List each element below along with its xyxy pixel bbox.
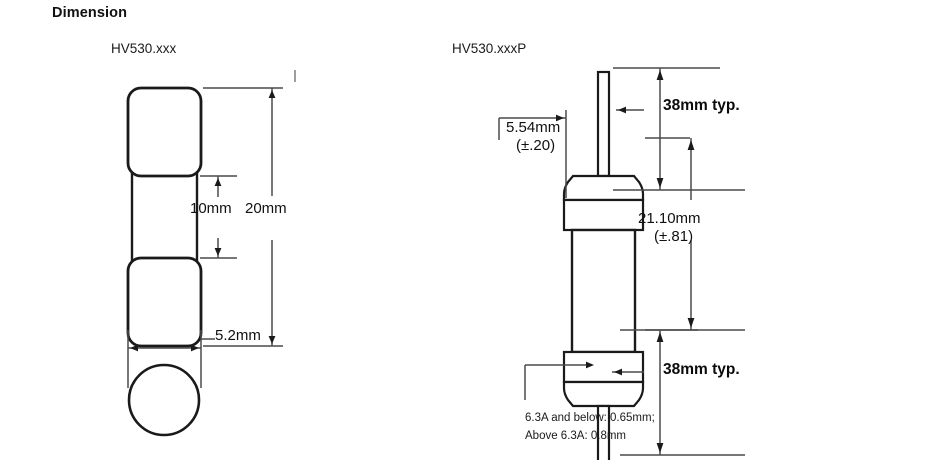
arrowhead-38mm-bottom-up	[656, 332, 664, 342]
arrowhead-21-10mm-top	[687, 140, 695, 150]
arrowhead-10mm-bottom	[214, 248, 222, 256]
fuse-cap-band-top	[562, 198, 645, 232]
arrowhead-38mm-bottom-down	[656, 443, 664, 453]
arrowhead-5-54mm	[556, 114, 564, 122]
dimension-label-10mm: 10mm	[190, 200, 232, 217]
dimension-label-20mm: 20mm	[245, 200, 287, 217]
dimension-tolerance-5-54mm: (±.20)	[516, 137, 556, 154]
dimension-38mm-top-lines	[613, 67, 745, 191]
page-title: Dimension	[52, 5, 128, 21]
dimension-label-5-2mm: 5.2mm	[215, 327, 261, 344]
fuse-pigtail-svg	[498, 67, 745, 460]
dimension-label-21-10mm: 21.10mm	[638, 210, 701, 227]
dimension-5-2mm-lines	[127, 330, 215, 388]
arrowhead-38mm-top-leader	[618, 106, 626, 114]
dimension-label-38mm-top: 38mm typ.	[663, 97, 740, 114]
fuse-shoulder-top	[562, 174, 645, 202]
fuse-main-body	[570, 228, 637, 354]
arrowhead-10mm-top	[214, 178, 222, 186]
drawing-hv530-standard	[0, 0, 420, 460]
arrowhead-5-2mm-left	[130, 344, 138, 352]
fuse-end-cap-top	[126, 86, 203, 178]
dimension-label-38mm-bottom: 38mm typ.	[663, 361, 740, 378]
arrowhead-5-2mm-right	[191, 344, 199, 352]
dimension-10mm-lines	[200, 175, 237, 259]
fuse-cap-band-bottom	[562, 350, 645, 384]
lead-diameter-note-line-1: 6.3A and below: 0.65mm;	[525, 412, 655, 424]
arrowhead-21-10mm-bottom	[687, 318, 695, 328]
lead-wire-bottom	[596, 404, 611, 460]
dimension-tolerance-21-10mm: (±.81)	[654, 228, 694, 245]
drawing-hv530-pigtail	[420, 0, 942, 460]
fuse-shoulder-bottom	[562, 380, 645, 408]
arrowhead-38mm-top-down	[656, 178, 664, 188]
dimension-label-5-54mm: 5.54mm	[506, 119, 561, 136]
arrowhead-38mm-top-up	[656, 70, 664, 80]
arrowhead-20mm-bottom	[268, 336, 276, 344]
dimension-20mm-lines	[203, 87, 283, 347]
lead-diameter-note-line-2: Above 6.3A: 0.8mm	[525, 430, 626, 442]
fuse-cartridge-svg	[126, 86, 283, 437]
lead-wire-top	[596, 70, 611, 178]
dimension-38mm-bottom-lines	[612, 329, 745, 456]
arrowhead-38mm-bottom-leader	[614, 368, 622, 376]
lead-diameter-leader-lines	[524, 364, 592, 400]
fuse-end-cap-bottom	[126, 256, 203, 348]
dimension-5-54mm-lines	[498, 110, 567, 198]
arrowhead-20mm-top	[268, 90, 276, 98]
arrowhead-lead-diameter	[586, 361, 594, 369]
fuse-end-view-circle	[127, 363, 201, 437]
part-label-hv530-pigtail: HV530.xxxP	[452, 41, 527, 56]
stray-tick-mark	[294, 70, 296, 82]
part-label-hv530-standard: HV530.xxx	[111, 41, 177, 56]
